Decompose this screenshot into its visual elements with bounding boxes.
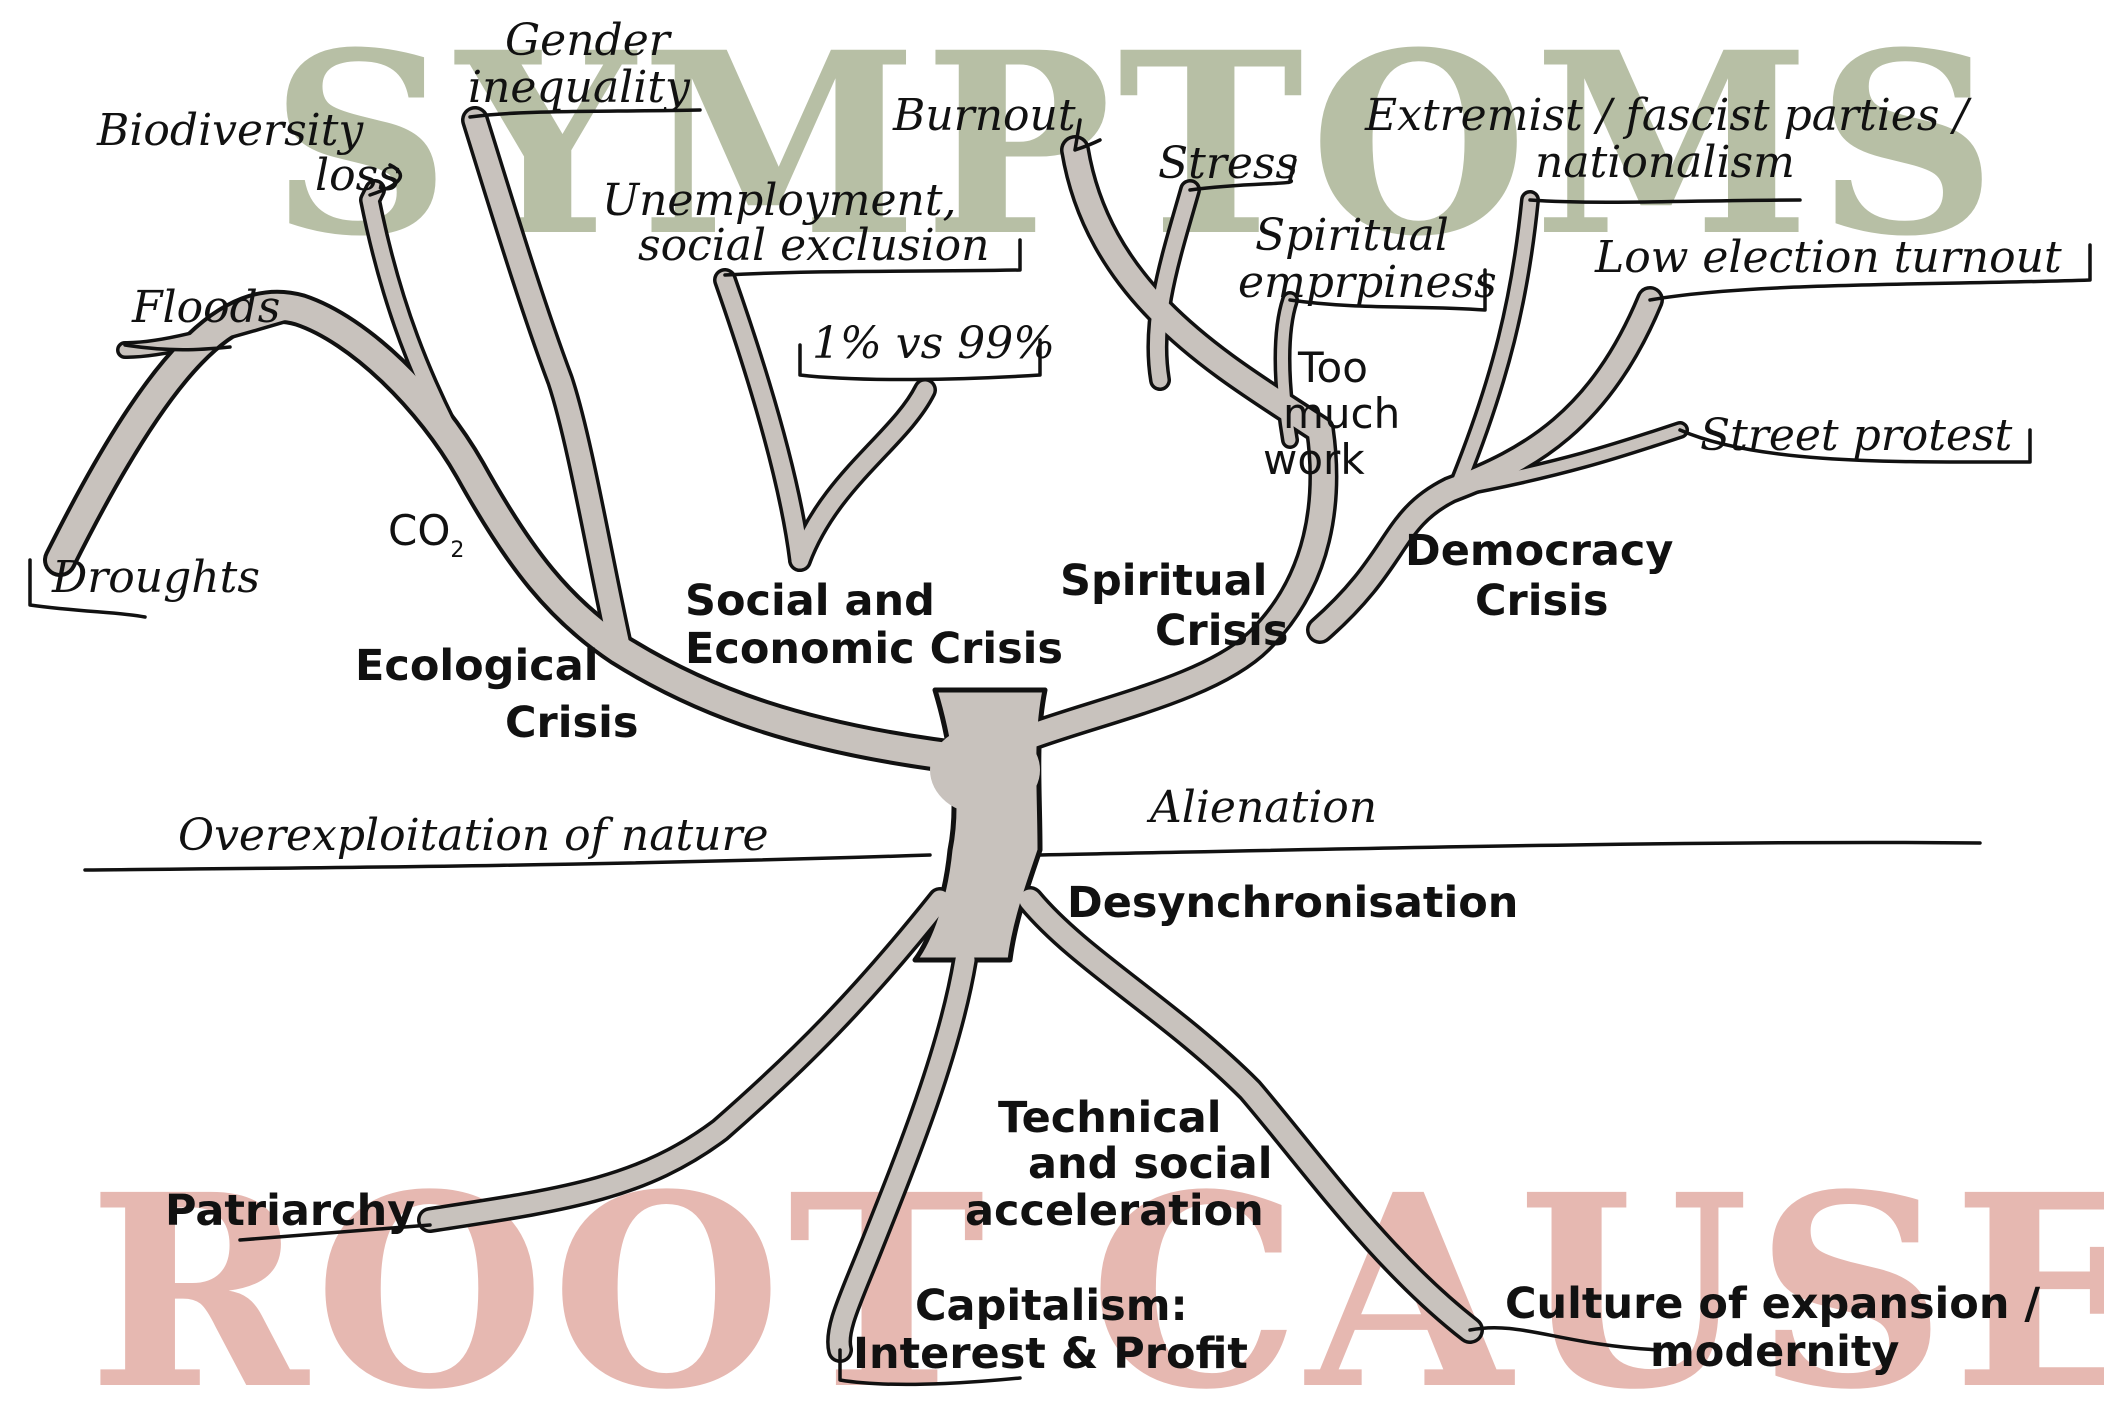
label-underlines xyxy=(28,108,2092,1387)
droughts-label: Droughts xyxy=(51,552,260,603)
tree-branches-fill xyxy=(47,109,1686,1360)
spiritual-crisis-label: Spiritual Crisis xyxy=(1060,556,1288,656)
gender-inequality-label: Gender inequality xyxy=(468,15,691,113)
democracy-crisis-label: Democracy Crisis xyxy=(1405,526,1688,626)
acceleration-label: Technical and social acceleration xyxy=(965,1093,1287,1236)
street-protest-label: Street protest xyxy=(1700,410,2013,461)
one-vs-99-label: 1% vs 99% xyxy=(812,318,1055,369)
capitalism-label: Capitalism: Interest & Profit xyxy=(853,1281,1248,1379)
spiritual-emptiness-label: Spiritual emprpiness xyxy=(1238,210,1497,308)
stress-label: Stress xyxy=(1158,138,1298,189)
unemployment-label: Unemployment, social exclusion xyxy=(602,175,989,271)
symptoms-banner: SYMPTOMS xyxy=(270,0,2003,291)
overexploitation-label: Overexploitation of nature xyxy=(178,810,769,861)
floods-label: Floods xyxy=(131,282,280,333)
biodiversity-loss-label: Biodiversity loss xyxy=(96,105,401,201)
too-much-work-label: Too much work xyxy=(1263,343,1414,484)
low-election-turnout-label: Low election turnout xyxy=(1594,232,2062,283)
social-economic-crisis-label: Social and Economic Crisis xyxy=(685,576,1063,674)
culture-of-expansion-label: Culture of expansion / modernity xyxy=(1505,1279,2055,1377)
patriarchy-label: Patriarchy xyxy=(165,1186,415,1236)
ecological-crisis-label: Ecological Crisis xyxy=(355,641,638,748)
burnout-label: Burnout xyxy=(892,90,1076,141)
extremist-parties-label: Extremist / fascist parties / nationalis… xyxy=(1364,90,1982,188)
co2-label: CO2 xyxy=(388,506,464,563)
alienation-label: Alienation xyxy=(1146,782,1377,833)
desynchronisation-label: Desynchronisation xyxy=(1067,878,1518,928)
root-causes-banner: ROOT CAUSES xyxy=(88,1137,2104,1404)
